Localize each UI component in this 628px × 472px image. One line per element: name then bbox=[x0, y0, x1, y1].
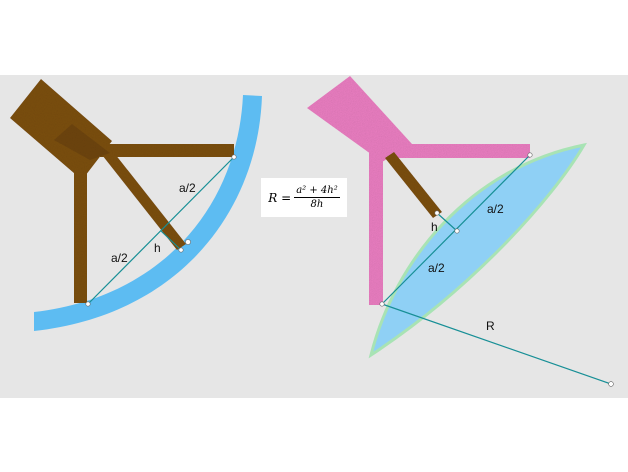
left-tool-vertical-arm bbox=[74, 150, 87, 303]
left-label-half-chord-lower: a/2 bbox=[111, 251, 128, 265]
formula-denominator: 8h bbox=[310, 198, 324, 210]
left-chord-end-top bbox=[231, 154, 237, 160]
right-probe-tip bbox=[434, 210, 440, 216]
left-arc-workpiece bbox=[34, 95, 262, 331]
radius-formula: R = a² + 4h² 8h bbox=[260, 177, 348, 218]
right-label-radius: R bbox=[486, 319, 495, 333]
left-tool-head-shade bbox=[54, 124, 110, 160]
right-height-line bbox=[436, 212, 458, 232]
right-tool-head bbox=[307, 76, 412, 162]
right-figure: a/2 a/2 h R bbox=[307, 76, 614, 387]
left-chord-line bbox=[87, 156, 235, 305]
left-label-height: h bbox=[154, 241, 161, 255]
left-height-end bbox=[178, 247, 184, 253]
right-radius-center bbox=[608, 381, 614, 387]
left-figure: a/2 a/2 h bbox=[10, 79, 262, 331]
left-height-line bbox=[160, 230, 182, 251]
right-lens-segment bbox=[368, 142, 587, 359]
right-height-end bbox=[454, 228, 460, 234]
background-panel bbox=[0, 75, 628, 398]
right-gauge-tool bbox=[307, 76, 530, 305]
right-label-half-chord-upper: a/2 bbox=[487, 202, 504, 216]
left-tool-depth-probe bbox=[95, 140, 186, 250]
right-radius-line bbox=[381, 303, 612, 385]
left-chord-end-bottom bbox=[85, 301, 91, 307]
formula-numerator: a² + 4h² bbox=[294, 184, 340, 198]
left-label-half-chord-upper: a/2 bbox=[179, 181, 196, 195]
right-label-height: h bbox=[431, 220, 438, 234]
right-tool-depth-probe bbox=[385, 152, 442, 218]
right-chord-end-top bbox=[527, 152, 533, 158]
formula-lhs: R = bbox=[268, 190, 292, 205]
formula-fraction: a² + 4h² 8h bbox=[294, 185, 340, 211]
right-label-half-chord-lower: a/2 bbox=[428, 261, 445, 275]
left-tool-top-arm bbox=[100, 144, 234, 157]
right-tool-top-arm bbox=[383, 144, 530, 158]
right-chord-end-bottom bbox=[379, 301, 385, 307]
left-probe-tip bbox=[185, 239, 191, 245]
right-tool-vertical-arm bbox=[369, 150, 383, 305]
left-gauge-tool bbox=[10, 79, 234, 303]
